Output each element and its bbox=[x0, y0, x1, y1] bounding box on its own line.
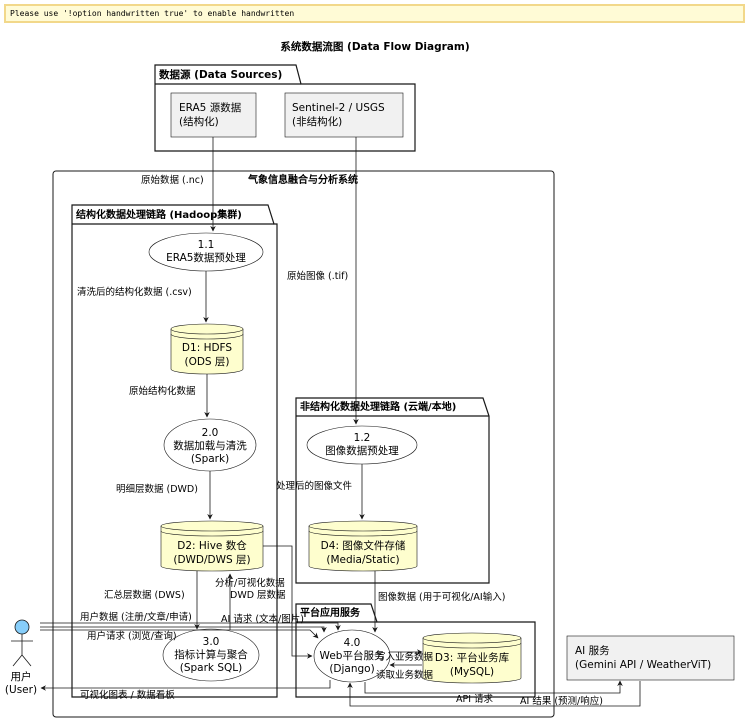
warning-banner-text: Please use '!option handwritten true' to… bbox=[10, 9, 295, 18]
store-d3-mysql: D3: 平台业务库 (MySQL) bbox=[422, 632, 522, 684]
process-2-0: 2.0 数据加载与清洗 (Spark) bbox=[163, 418, 257, 472]
flow-label-ai-result: AI 结果 (预测/响应) bbox=[520, 695, 603, 707]
flow-label-img-data: 图像数据 (用于可视化/AI输入) bbox=[378, 591, 505, 603]
flow-label-raw-structured: 原始结构化数据 bbox=[129, 385, 196, 397]
package-unstructured-label: 非结构化数据处理链路 (云端/本地) bbox=[300, 400, 456, 413]
svg-text:(Spark SQL): (Spark SQL) bbox=[180, 662, 242, 674]
svg-text:(Gemini API / WeatherViT): (Gemini API / WeatherViT) bbox=[575, 659, 711, 671]
svg-text:D3: 平台业务库: D3: 平台业务库 bbox=[435, 651, 509, 664]
package-structured-label: 结构化数据处理链路 (Hadoop集群) bbox=[76, 208, 242, 221]
svg-text:Sentinel-2 / USGS: Sentinel-2 / USGS bbox=[292, 102, 385, 114]
svg-text:D4: 图像文件存储: D4: 图像文件存储 bbox=[321, 539, 406, 552]
svg-text:4.0: 4.0 bbox=[344, 637, 361, 649]
actor-user: 用户 (User) bbox=[5, 619, 37, 696]
svg-text:ERA5 源数据: ERA5 源数据 bbox=[179, 101, 242, 114]
svg-text:(MySQL): (MySQL) bbox=[450, 666, 494, 678]
process-1-1: 1.1 ERA5数据预处理 bbox=[148, 232, 264, 272]
source-sentinel: Sentinel-2 / USGS (非结构化) bbox=[284, 92, 404, 138]
flow-label-dwd-layer: DWD 层数据 bbox=[230, 589, 286, 601]
flow-label-detail-dwd: 明细层数据 (DWD) bbox=[116, 483, 198, 495]
svg-text:用户: 用户 bbox=[11, 670, 32, 683]
svg-text:AI 服务: AI 服务 bbox=[575, 644, 610, 657]
svg-text:(User): (User) bbox=[5, 684, 37, 696]
process-3-0: 3.0 指标计算与聚合 (Spark SQL) bbox=[162, 628, 260, 682]
store-d1-hdfs: D1: HDFS (ODS 层) bbox=[170, 323, 244, 375]
store-d4-images: D4: 图像文件存储 (Media/Static) bbox=[308, 520, 418, 572]
flow-label-raw-nc: 原始数据 (.nc) bbox=[141, 174, 204, 186]
flow-labels: 原始数据 (.nc) 原始图像 (.tif) 清洗后的结构化数据 (.csv) … bbox=[77, 174, 603, 707]
flow-label-cleaned-csv: 清洗后的结构化数据 (.csv) bbox=[77, 286, 192, 298]
diagram-title: 系统数据流图 (Data Flow Diagram) bbox=[280, 41, 470, 53]
package-platform: 平台应用服务 bbox=[295, 603, 536, 698]
svg-text:(Media/Static): (Media/Static) bbox=[326, 554, 399, 566]
svg-text:(非结构化): (非结构化) bbox=[292, 115, 342, 128]
flow-label-api-request: API 请求 bbox=[456, 693, 494, 705]
flow-label-viz-data: 分析/可视化数据 bbox=[215, 577, 285, 589]
external-ai-service: AI 服务 (Gemini API / WeatherViT) bbox=[566, 635, 735, 681]
flow-label-user-data: 用户数据 (注册/文章/申请) bbox=[80, 611, 192, 623]
flow-label-summary-dws: 汇总层数据 (DWS) bbox=[104, 589, 185, 601]
svg-text:(结构化): (结构化) bbox=[179, 115, 219, 128]
flow-label-write-biz: 写入业务数据 bbox=[376, 651, 434, 663]
svg-text:3.0: 3.0 bbox=[203, 636, 220, 648]
flow-lines bbox=[40, 137, 641, 707]
flow-label-ai-request: AI 请求 (文本/图片) bbox=[221, 613, 304, 625]
package-data-sources: 数据源 (Data Sources) bbox=[154, 64, 416, 152]
package-data-sources-label: 数据源 (Data Sources) bbox=[158, 68, 282, 81]
svg-text:2.0: 2.0 bbox=[202, 427, 219, 439]
svg-text:(DWD/DWS 层): (DWD/DWS 层) bbox=[173, 554, 250, 566]
svg-text:数据加载与清洗: 数据加载与清洗 bbox=[173, 439, 247, 452]
store-d2-hive: D2: Hive 数仓 (DWD/DWS 层) bbox=[160, 520, 264, 572]
package-unstructured: 非结构化数据处理链路 (云端/本地) bbox=[295, 397, 490, 584]
package-structured: 结构化数据处理链路 (Hadoop集群) bbox=[71, 204, 278, 698]
package-system-label: 气象信息融合与分析系统 bbox=[247, 173, 358, 186]
process-1-2: 1.2 图像数据预处理 bbox=[306, 425, 418, 465]
svg-text:1.1: 1.1 bbox=[198, 239, 215, 251]
package-system: 气象信息融合与分析系统 bbox=[52, 170, 555, 718]
svg-text:D1: HDFS: D1: HDFS bbox=[182, 342, 232, 354]
flow-label-charts: 可视化图表 / 数据看板 bbox=[80, 689, 175, 701]
warning-banner: Please use '!option handwritten true' to… bbox=[4, 4, 745, 23]
svg-text:(ODS 层): (ODS 层) bbox=[184, 356, 229, 368]
svg-text:指标计算与聚合: 指标计算与聚合 bbox=[174, 648, 248, 661]
flow-label-user-request: 用户请求 (浏览/查询) bbox=[87, 630, 177, 642]
svg-text:图像数据预处理: 图像数据预处理 bbox=[325, 444, 399, 457]
package-platform-label: 平台应用服务 bbox=[300, 606, 361, 619]
svg-text:Web平台服务: Web平台服务 bbox=[320, 649, 385, 662]
source-era5: ERA5 源数据 (结构化) bbox=[170, 92, 257, 138]
process-4-0: 4.0 Web平台服务 (Django) bbox=[313, 629, 391, 683]
flow-label-read-biz: 读取业务数据 bbox=[376, 669, 434, 681]
flow-label-processed-img: 处理后的图像文件 bbox=[276, 480, 353, 492]
svg-text:D2: Hive 数仓: D2: Hive 数仓 bbox=[177, 539, 247, 552]
svg-text:ERA5数据预处理: ERA5数据预处理 bbox=[166, 251, 246, 264]
flow-label-raw-tif: 原始图像 (.tif) bbox=[287, 270, 348, 282]
svg-text:(Django): (Django) bbox=[329, 663, 374, 675]
svg-text:(Spark): (Spark) bbox=[191, 453, 229, 465]
svg-text:1.2: 1.2 bbox=[354, 432, 371, 444]
